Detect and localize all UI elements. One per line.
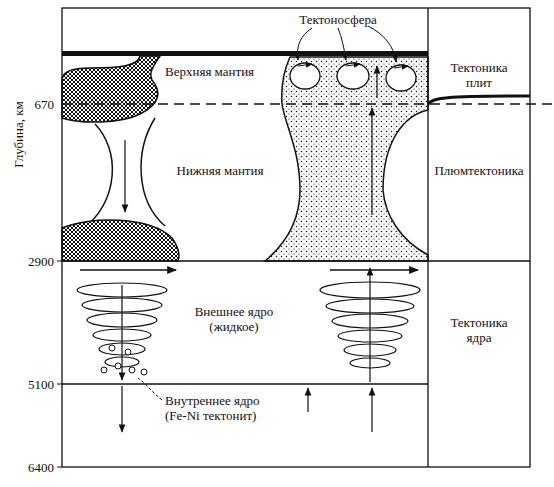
leader-line — [368, 26, 396, 62]
layer-name: Плюмтектоника — [430, 163, 528, 178]
crystal-cluster — [101, 345, 147, 375]
boundary-5100 — [62, 383, 428, 384]
cell-arrow — [346, 64, 360, 66]
layer-name: Тектоника плит — [441, 60, 517, 90]
layer-band: Внутреннее ядро (Fe-Ni тектонит) — [62, 384, 428, 467]
tick — [57, 261, 62, 262]
core-flow-arrow — [80, 269, 176, 270]
boundary-2900 — [62, 260, 530, 261]
section-label: Тектоносфера — [288, 12, 388, 27]
layer-band: Внешнее ядро (жидкое) — [62, 261, 428, 384]
convection-cell — [290, 63, 320, 89]
crystal — [125, 349, 131, 355]
slab-head — [62, 56, 160, 122]
crystal — [129, 367, 135, 373]
plate-edge — [428, 96, 530, 104]
convection-cell — [337, 63, 369, 89]
plume-outline — [141, 118, 165, 226]
axis-title: Глубина, км — [11, 75, 26, 195]
cell-arrow — [394, 66, 408, 68]
tick — [57, 467, 62, 468]
crystal — [101, 367, 107, 373]
core-up-arrow — [369, 268, 370, 382]
depth-value: 2900 — [14, 254, 54, 269]
leader-line — [298, 28, 312, 60]
column-divider — [427, 8, 428, 467]
depth-value: 670 — [14, 97, 54, 112]
inner-core-arrow — [121, 386, 122, 432]
plume-outline — [82, 124, 112, 230]
inner-core-arrow — [307, 388, 308, 412]
convection-cell — [386, 65, 416, 91]
layer-band: Верхняя мантия — [62, 52, 428, 104]
slab-graveyard — [62, 220, 179, 261]
cell-arrow — [298, 64, 312, 66]
leader-line — [338, 28, 346, 60]
leader-line — [138, 378, 162, 400]
tick — [57, 384, 62, 385]
depth-value: 5100 — [14, 377, 54, 392]
core-down-arrow — [121, 285, 122, 380]
rising-plume — [265, 57, 428, 261]
upflow-arrow — [376, 66, 377, 98]
tectonics-cell: Тектоника плит — [428, 8, 530, 104]
crystal — [109, 345, 115, 351]
layer-name: Внешнее ядро (жидкое) — [186, 304, 282, 334]
layer-name: Нижняя мантия — [165, 163, 275, 178]
layer-name: Верхняя мантия — [165, 64, 275, 79]
crystal — [115, 363, 121, 369]
layer-name: Тектоника ядра — [441, 315, 517, 345]
boundary-670 — [62, 103, 554, 105]
downflow-arrow — [124, 140, 125, 212]
upflow-arrow — [371, 108, 372, 215]
inner-core-arrow — [371, 388, 372, 432]
tectonics-cell: Плюмтектоника — [428, 104, 530, 261]
layer-name: Внутреннее ядро (Fe-Ni тектонит) — [165, 393, 279, 423]
tectonics-cell: Тектоника ядра — [428, 261, 530, 467]
depth-value: 6400 — [14, 460, 54, 475]
layer-band: Нижняя мантия — [62, 104, 428, 261]
lithosphere-band — [62, 51, 428, 56]
core-flow-arrow — [330, 269, 418, 270]
frame — [62, 8, 530, 467]
crystal — [141, 369, 147, 375]
